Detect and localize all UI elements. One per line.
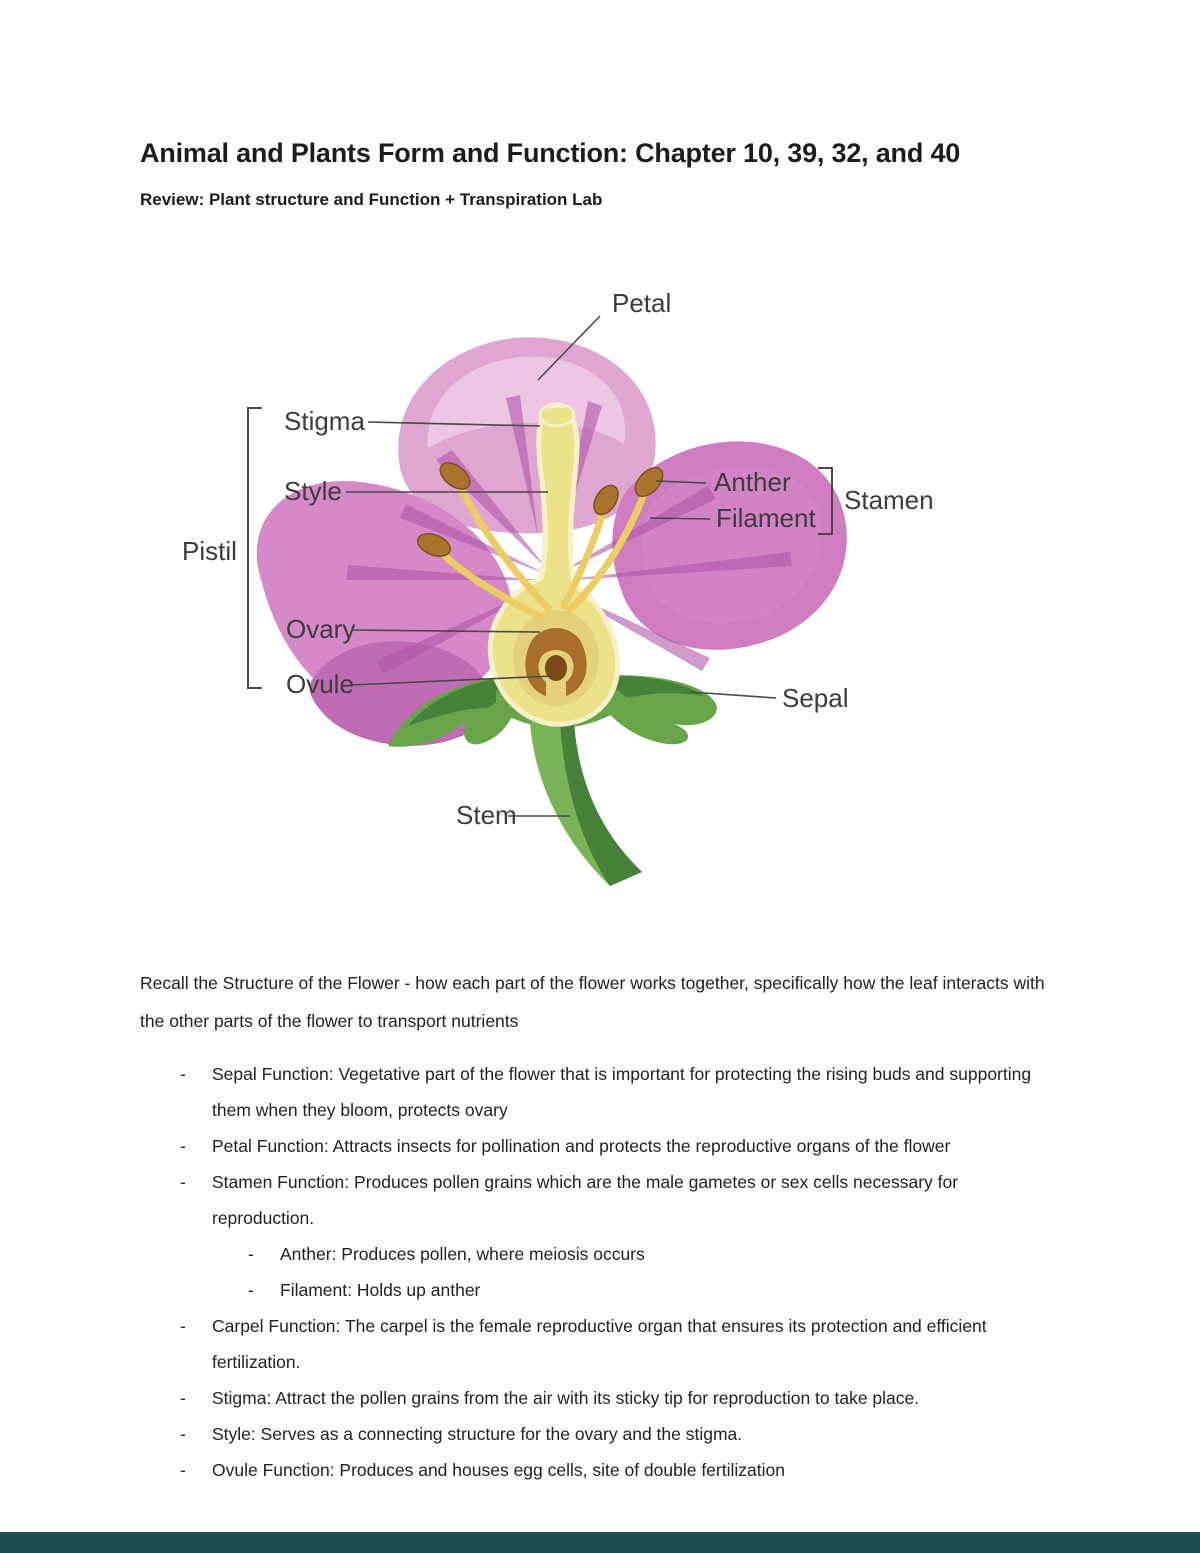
leader-petal [537,315,601,381]
sepal-left-shadow-shape [408,676,520,726]
bullet-list: - Sepal Function: Vegetative part of the … [140,1056,1052,1488]
ovule-inner-shape [545,655,567,681]
bracket-pistil [247,407,262,689]
leader-ovule [350,675,553,686]
anther-shape [593,484,619,516]
bullet-item: - Carpel Function: The carpel is the fema… [140,1308,1052,1380]
intro-paragraph: Recall the Structure of the Flower - how… [140,973,1045,1031]
bullet-item: - Sepal Function: Vegetative part of the … [140,1056,1052,1128]
bullet-dash: - [248,1280,254,1300]
label-anther: Anther [714,467,791,497]
bullet-item: - Stamen Function: Produces pollen grains… [140,1164,1052,1236]
footer-bar [0,1532,1200,1553]
leader-anther [655,480,707,484]
bullet-text: Stamen Function: Produces pollen grains … [212,1172,959,1228]
filaments [436,480,649,622]
ovule-outer-shape [525,628,587,696]
anther-shape [439,462,471,490]
page-subtitle: Review: Plant structure and Function + T… [140,190,603,209]
bullet-dash: - [180,1388,186,1408]
bullet-dash: - [180,1064,186,1084]
stigma-tip-shape [538,402,576,428]
page-title: Animal and Plants Form and Function: Cha… [140,138,961,168]
bullet-text: Filament: Holds up anther [280,1280,481,1300]
bullet-dash: - [180,1136,186,1156]
filament-shape [455,480,552,612]
label-style: Style [284,476,342,506]
filament-shape [560,504,608,610]
stem-shadow-shape [560,722,642,886]
bullet-dash: - [180,1460,186,1480]
bullet-dash: - [180,1424,186,1444]
bullet-dash: - [248,1244,254,1264]
leader-stigma [367,421,541,427]
bullet-text: Ovule Function: Produces and houses egg … [212,1460,785,1480]
flower-diagram: Petal Stigma Style Pistil Ovary Ovule An… [182,288,934,886]
bullet-text: Anther: Produces pollen, where meiosis o… [280,1244,645,1264]
filament-shape [436,547,546,622]
bullet-text: Stigma: Attract the pollen grains from t… [212,1388,920,1408]
leader-sepal [689,691,777,699]
leader-lines [247,315,833,817]
label-ovule: Ovule [286,669,354,699]
anthers [417,462,664,557]
bullet-text: Petal Function: Attracts insects for pol… [212,1136,951,1156]
body-content: Recall the Structure of the Flower - how… [140,964,1052,1488]
bullet-item: - Anther: Produces pollen, where meiosis … [140,1236,1052,1272]
bracket-stamen [818,467,833,535]
anther-shape [417,533,451,557]
leader-ovary [352,629,541,633]
bullet-item: - Style: Serves as a connecting structure… [140,1416,1052,1452]
bullet-text: Style: Serves as a connecting structure … [212,1424,743,1444]
leader-filament [649,517,711,520]
anther-shape [634,466,664,498]
label-stigma: Stigma [284,406,365,436]
bullet-item: - Stigma: Attract the pollen grains from … [140,1380,1052,1416]
bullet-text: Carpel Function: The carpel is the femal… [212,1316,987,1372]
bullet-text: Sepal Function: Vegetative part of the f… [212,1064,1032,1120]
label-ovary: Ovary [286,614,355,644]
bullet-item: - Filament: Holds up anther [140,1272,1052,1308]
label-stamen: Stamen [844,485,934,515]
bullet-item: - Petal Function: Attracts insects for po… [140,1128,1052,1164]
sepal-right-shadow-shape [598,675,704,698]
filament-shape [566,487,649,614]
diagram-labels: Petal Stigma Style Pistil Ovary Ovule An… [182,288,934,830]
stigma-crescent-shape [546,405,566,412]
label-filament: Filament [716,503,816,533]
bullet-item: - Ovule Function: Produces and houses egg… [140,1452,1052,1488]
label-pistil: Pistil [182,536,237,566]
bullet-dash: - [180,1316,186,1336]
label-stem: Stem [456,800,517,830]
bullet-dash: - [180,1172,186,1192]
label-petal: Petal [612,288,671,318]
label-sepal: Sepal [782,683,849,713]
